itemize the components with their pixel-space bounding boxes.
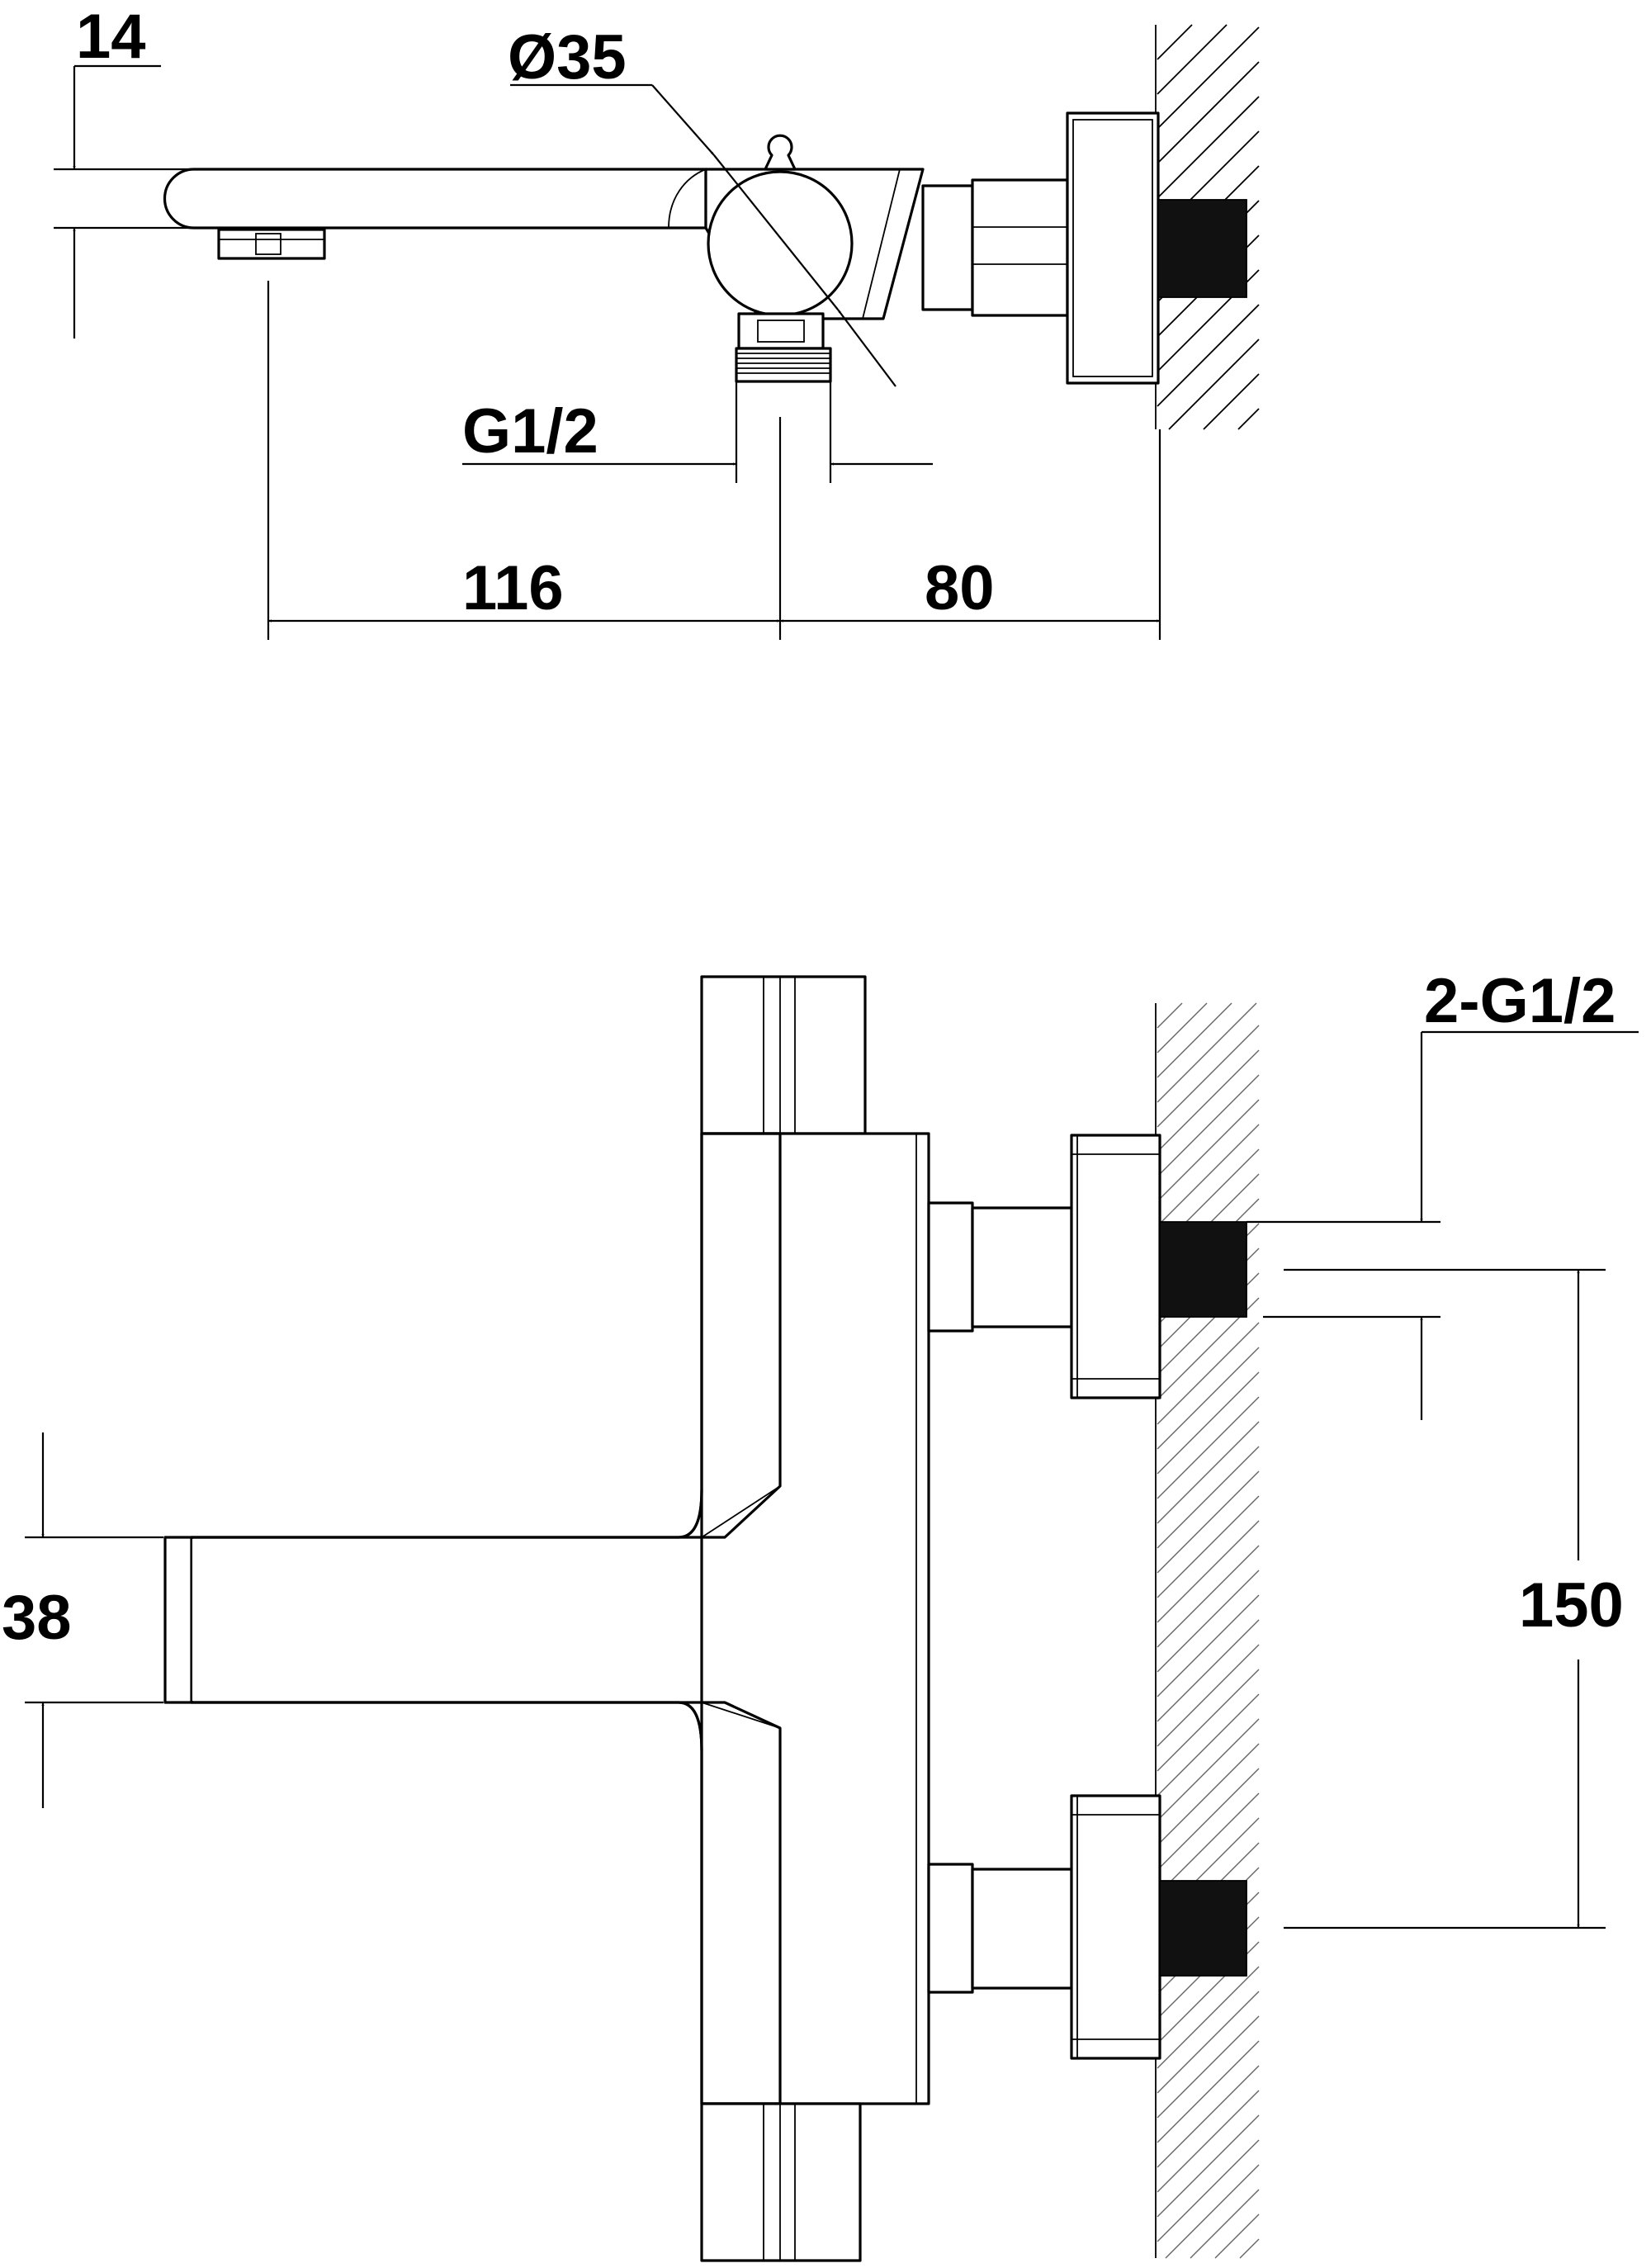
temperature-handle <box>700 975 867 1135</box>
dim-body-diameter: Ø35 <box>508 22 896 387</box>
spout-top <box>163 168 707 260</box>
front-view: 2-G1/2 150 38 <box>2 966 1639 2262</box>
spout-front <box>163 1132 782 2105</box>
wall-front <box>1155 1002 1260 2259</box>
dim-spout-to-outlet-label: 116 <box>462 553 564 623</box>
dim-spout-height-label: 14 <box>76 2 146 72</box>
dim-outlet-to-wall-label: 80 <box>925 553 995 623</box>
dim-outlet-thread-label: G1/2 <box>462 396 598 466</box>
dim-inlet-thread-label: 2-G1/2 <box>1424 966 1616 1036</box>
inlet-connector-lower <box>927 1794 1247 2060</box>
mixer-body-front <box>700 1132 930 2105</box>
dim-body-diameter-label: Ø35 <box>508 22 627 92</box>
inlet-connector-top <box>921 111 1247 385</box>
flow-handle <box>700 2102 862 2262</box>
dim-inlet-thread: 2-G1/2 <box>1247 966 1639 1420</box>
dim-outlet-thread: G1/2 <box>462 381 933 483</box>
dim-inlet-spacing-label: 150 <box>1519 1570 1624 1641</box>
mixer-body-top <box>704 134 925 383</box>
dim-spout-width-label: 38 <box>2 1583 72 1653</box>
dim-horizontal-top: 116 80 <box>267 281 1161 640</box>
dim-spout-height: 14 <box>54 2 194 339</box>
wall-top <box>1155 24 1260 430</box>
dim-inlet-spacing: 150 <box>1284 1268 1624 1929</box>
dim-spout-width: 38 <box>2 1432 163 1808</box>
inlet-connector-upper <box>927 1134 1247 1399</box>
outlet-thread-top <box>736 353 830 374</box>
top-view: 14 Ø35 G1/2 116 80 <box>54 2 1260 640</box>
